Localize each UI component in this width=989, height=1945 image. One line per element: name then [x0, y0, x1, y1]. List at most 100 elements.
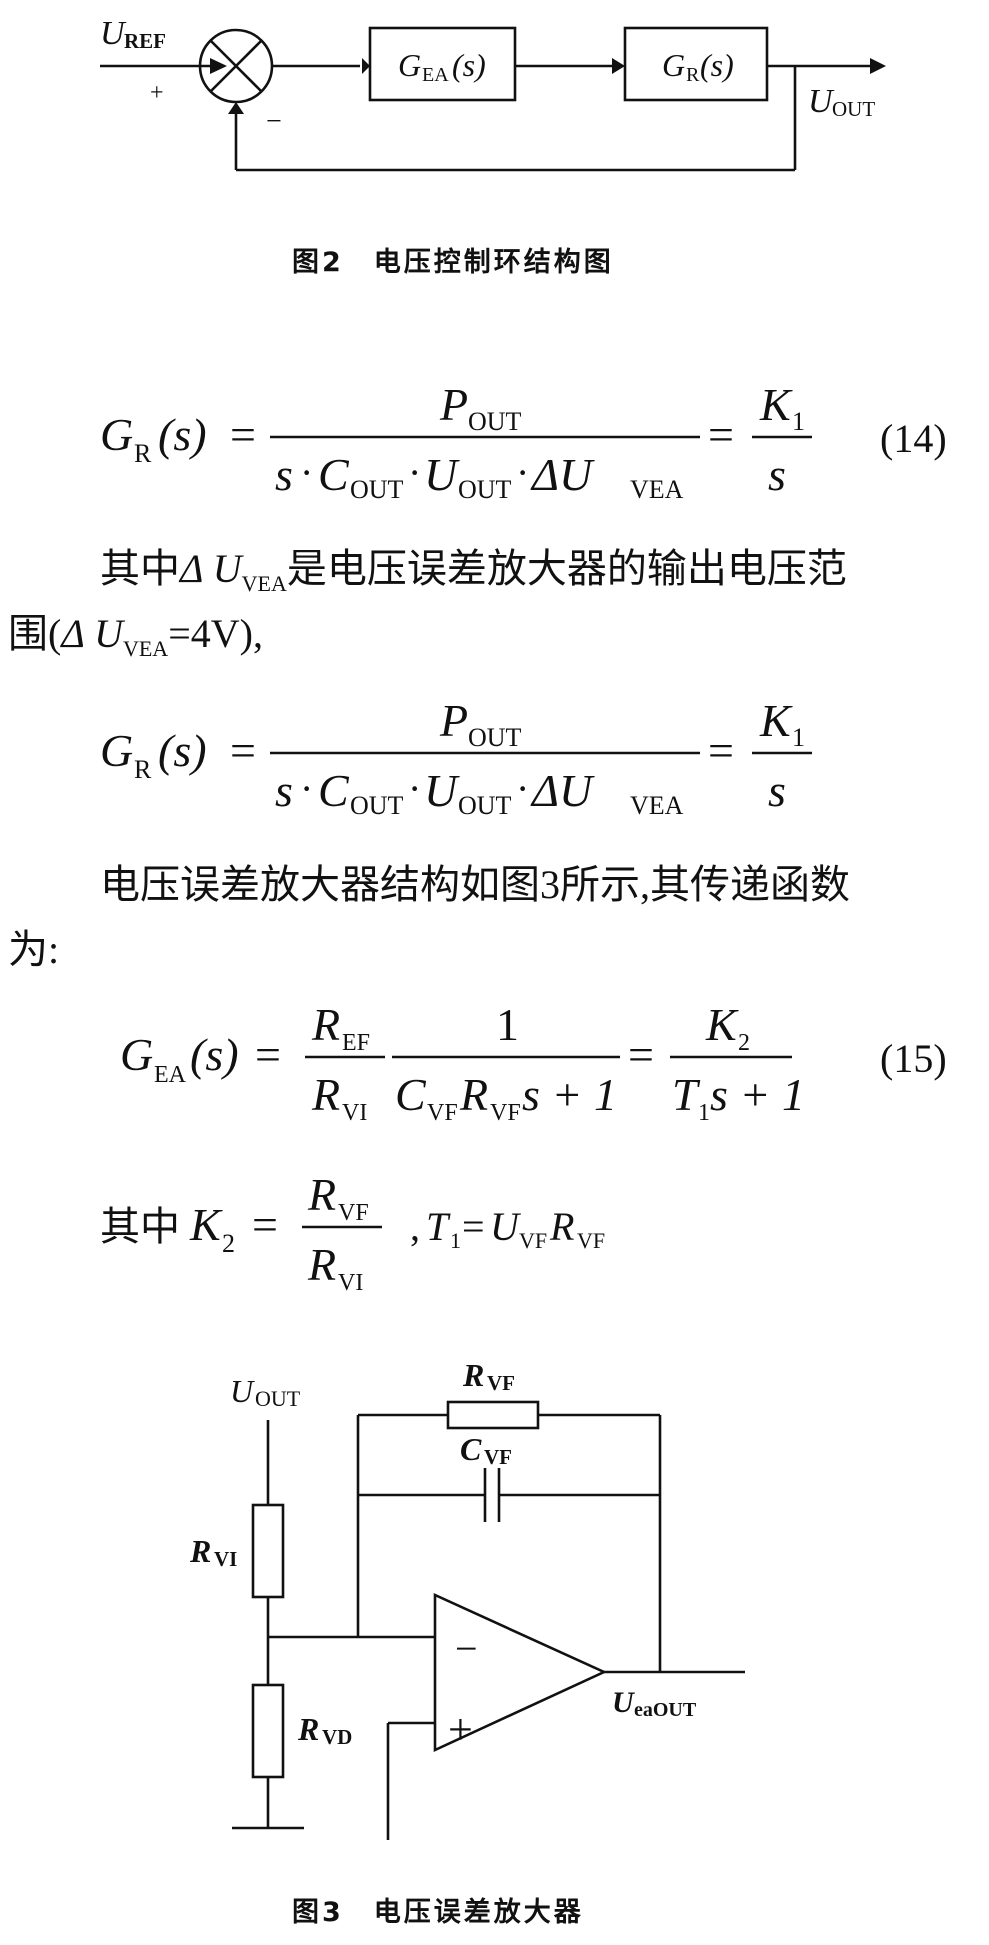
paragraph-1-line1: 其中Δ UVEA是电压误差放大器的输出电压范 — [100, 540, 847, 613]
eq14-lhs: G — [100, 409, 133, 460]
paragraph-2-line2: 为: — [8, 927, 60, 972]
def-r: R — [549, 1204, 574, 1249]
eq-r-lhs-sub: R — [134, 755, 152, 784]
p1-prefix: 其中 — [100, 546, 180, 591]
paragraph-1-line2: 围(Δ UVEA=4V), — [8, 605, 263, 678]
uout-label: U — [230, 1373, 255, 1409]
eq-r-den-u: U — [424, 765, 460, 816]
eq15-f2-den-r: R — [459, 1069, 488, 1120]
eq15-f1-den: R — [311, 1069, 340, 1120]
p1-symbol: Δ U — [180, 546, 242, 591]
def-u: U — [490, 1204, 522, 1249]
figure3-circuit: − + U OUT R VF C VF R VI R VD U eaOUT — [189, 1357, 745, 1840]
eq14-lhs-sub: R — [134, 439, 152, 468]
def-den-sub: VI — [338, 1270, 363, 1296]
eq-r-lhs-arg: (s) — [158, 725, 207, 776]
eq-r-den-du: ΔU — [530, 765, 595, 816]
eq-r-den-dot1: · — [300, 766, 313, 811]
eq14-den-dot2: · — [408, 450, 421, 495]
eq14-rhs-num: K — [759, 379, 793, 430]
equation-15: G EA (s) = R EF R VI 1 C VF R VF s + 1 =… — [120, 999, 947, 1126]
gr-block — [623, 26, 769, 102]
rvi-resistor — [251, 1503, 285, 1599]
paragraph-2-line1: 电压误差放大器结构如图3所示,其传递函数 — [100, 862, 850, 907]
def-den: R — [307, 1239, 336, 1290]
gea-label-main: G — [398, 47, 421, 83]
rvd-resistor — [251, 1683, 285, 1779]
p1-line2-prefix: 围( — [8, 611, 62, 656]
figure2-caption: 图2 电压控制环结构图 — [292, 247, 614, 278]
op-amp-minus: − — [455, 1626, 478, 1671]
eq15-f1-num-sub: EF — [342, 1030, 370, 1056]
eq14-den-u: U — [424, 449, 460, 500]
def-prefix: 其中 — [100, 1204, 180, 1249]
eq15-f3-num-sub: 2 — [738, 1030, 750, 1056]
plus-sign: + — [150, 80, 164, 106]
p1-sub: VEA — [241, 571, 287, 596]
eq15-f2-den-c: C — [395, 1069, 427, 1120]
op-amp-triangle — [433, 1592, 608, 1753]
gea-label-sub: EA — [422, 64, 449, 86]
eq15-f3-den-t: T — [672, 1069, 701, 1120]
gr-label-main: G — [662, 47, 685, 83]
eq-r-den-c: C — [318, 765, 350, 816]
minus-sign: − — [266, 106, 282, 137]
output-label: U — [808, 83, 835, 120]
eq-r-equals2: = — [708, 725, 734, 776]
p1-line2-symbol: Δ U — [61, 611, 123, 656]
eq15-f2-den-tail: s + 1 — [522, 1069, 617, 1120]
rvf-resistor — [446, 1400, 540, 1430]
eq14-den-s: s — [275, 449, 293, 500]
figure2-block-diagram: U REF + − G EA (s) G R (s) U OUT — [100, 15, 886, 172]
p1-line2-suffix: =4V), — [168, 611, 263, 656]
equation-14-repeat: G R (s) = P OUT s · C OUT · U OUT · ΔU V… — [100, 695, 812, 820]
eq14-den-c: C — [318, 449, 350, 500]
figure3-caption: 图3 电压误差放大器 — [292, 1897, 584, 1928]
def-comma: , — [410, 1204, 420, 1249]
eq14-lhs-arg: (s) — [158, 409, 207, 460]
def-r-sub: VF — [577, 1228, 605, 1253]
eq14-numerator-sub: OUT — [468, 407, 522, 436]
def-num: R — [307, 1169, 336, 1220]
eq14-den-c-sub: OUT — [350, 475, 404, 504]
eq-r-rhs-num: K — [759, 695, 793, 746]
def-k-sub: 2 — [222, 1229, 235, 1258]
gr-label-arg: (s) — [700, 47, 734, 83]
eq15-f3-den-t-sub: 1 — [698, 1100, 710, 1126]
eq-r-numerator-sub: OUT — [468, 723, 522, 752]
eq14-equals: = — [230, 409, 256, 460]
def-t-sub: 1 — [450, 1228, 461, 1253]
eq15-f2-num: 1 — [496, 999, 519, 1050]
eq15-f1-num: R — [311, 999, 340, 1050]
rvf-label-sub: VF — [487, 1371, 515, 1395]
feedback-arrowhead — [228, 102, 244, 114]
cvf-label-sub: VF — [484, 1445, 512, 1469]
eq-r-den-s: s — [275, 765, 293, 816]
eq-r-den-c-sub: OUT — [350, 791, 404, 820]
eq-r-den-dot3: · — [516, 766, 529, 811]
eq15-f3-den-tail: s + 1 — [710, 1069, 805, 1120]
eq14-den-du: ΔU — [530, 449, 595, 500]
p1-suffix: 是电压误差放大器的输出电压范 — [286, 546, 847, 591]
ueaout-label: U — [612, 1686, 635, 1719]
eq15-f2-den-r-sub: VF — [490, 1100, 521, 1126]
input-arrowhead — [210, 58, 227, 74]
gea-label-arg: (s) — [452, 47, 486, 83]
eq-r-rhs-den: s — [768, 765, 786, 816]
eq-r-numerator: P — [439, 695, 468, 746]
eq15-number: (15) — [880, 1036, 947, 1081]
eq14-den-du-sub: VEA — [630, 475, 684, 504]
eq-r-lhs: G — [100, 725, 133, 776]
eq14-den-u-sub: OUT — [458, 475, 512, 504]
rvd-label: R — [297, 1711, 319, 1747]
eq14-den-dot3: · — [516, 450, 529, 495]
eq-r-equals: = — [230, 725, 256, 776]
k2-t1-definition: 其中 K 2 = R VF R VI , T 1 = U VF R VF — [100, 1169, 605, 1296]
eq-r-rhs-num-sub: 1 — [792, 723, 805, 752]
gr-label-sub: R — [686, 64, 700, 86]
def-eq2: = — [462, 1204, 485, 1249]
eq14-equals2: = — [708, 409, 734, 460]
gea-arrowhead — [362, 58, 370, 74]
eq15-lhs-sub: EA — [154, 1062, 187, 1088]
gr-arrowhead — [612, 58, 625, 74]
